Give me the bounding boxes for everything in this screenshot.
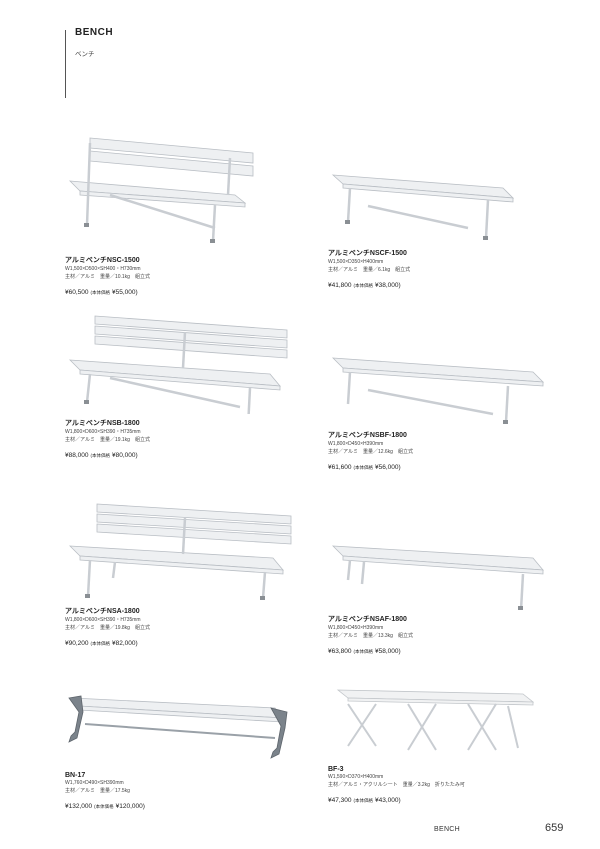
price-base: ¥43,000) — [375, 797, 401, 804]
product-price: ¥63,800(本体価格¥58,000) — [328, 648, 548, 655]
price-with-tax: ¥88,000 — [65, 452, 89, 459]
product-size: W1,760×D490×SH390mm — [65, 780, 124, 786]
bench-with-back-image — [68, 503, 292, 600]
product-name: アルミベンチNSBF-1800 — [328, 432, 407, 439]
folding-bench-image — [336, 689, 535, 751]
price-base: ¥56,000) — [375, 464, 401, 471]
product-spec: 主材／アルミ 重量／13.3kg 組立式 — [328, 633, 413, 639]
price-with-tax: ¥41,800 — [328, 282, 352, 289]
product-size: W1,590×D370×H400mm — [328, 774, 384, 780]
page-title: BENCH — [75, 27, 114, 38]
flat-bench-image — [331, 357, 545, 424]
product-card: BN-17 W1,760×D490×SH390mm 主材／アルミ 重量／17.5… — [65, 692, 290, 810]
product-price: ¥61,600(本体価格¥56,000) — [328, 464, 548, 471]
product-name: BN-17 — [65, 772, 86, 779]
product-card: アルミベンチNSB-1800 W1,800×D600×SH390・H735mm … — [65, 312, 290, 459]
product-size: W1,800×D600×SH390・H735mm — [65, 429, 141, 435]
product-name: アルミベンチNSA-1800 — [65, 608, 140, 615]
product-card: アルミベンチNSCF-1500 W1,500×D350×H400mm 主材／アル… — [328, 170, 518, 289]
price-base: ¥55,000) — [112, 289, 138, 296]
product-price: ¥60,500(本体価格¥55,000) — [65, 289, 255, 296]
price-with-tax: ¥47,300 — [328, 797, 352, 804]
dark-frame-bench-image — [68, 695, 288, 759]
price-with-tax: ¥63,800 — [328, 648, 352, 655]
product-name: アルミベンチNSC-1500 — [65, 257, 140, 264]
product-card: アルミベンチNSBF-1800 W1,800×D450×H390mm 主材／アル… — [328, 350, 548, 471]
price-base: ¥82,000) — [112, 640, 138, 647]
price-base: ¥58,000) — [375, 648, 401, 655]
product-price: ¥88,000(本体価格¥80,000) — [65, 452, 290, 459]
header-rule — [65, 30, 66, 98]
page-number: 659 — [545, 822, 564, 834]
bench-with-back-image — [68, 137, 254, 243]
price-tag: (本体価格 — [94, 804, 114, 809]
product-size: W1,800×D450×H390mm — [328, 625, 384, 631]
product-spec: 主材／アルミ 重量／19.8kg 組立式 — [65, 625, 150, 631]
product-price: ¥90,200(本体価格¥82,000) — [65, 640, 293, 647]
price-tag: (本体価格 — [90, 641, 111, 646]
price-with-tax: ¥61,600 — [328, 464, 352, 471]
product-name: アルミベンチNSCF-1500 — [328, 250, 407, 257]
price-with-tax: ¥132,000 — [65, 803, 93, 810]
product-spec: 主材／アルミ・アクリルシート 重量／3.2kg 折りたたみ可 — [328, 782, 465, 788]
product-spec: 主材／アルミ 重量／10.1kg 組立式 — [65, 274, 150, 280]
price-tag: (本体価格 — [90, 290, 111, 295]
product-name: アルミベンチNSB-1800 — [65, 420, 140, 427]
product-card: アルミベンチNSAF-1800 W1,800×D450×H390mm 主材／アル… — [328, 540, 548, 655]
flat-bench-image — [331, 545, 544, 610]
product-spec: 主材／アルミ 重量／12.6kg 組立式 — [328, 449, 413, 455]
product-price: ¥132,000(本体価格¥120,000) — [65, 803, 290, 810]
product-name: アルミベンチNSAF-1800 — [328, 616, 407, 623]
product-name: BF-3 — [328, 766, 344, 773]
product-card: アルミベンチNSC-1500 W1,500×D500×SH400・H730mm … — [65, 133, 255, 296]
product-price: ¥41,800(本体価格¥38,000) — [328, 282, 518, 289]
price-with-tax: ¥60,500 — [65, 289, 89, 296]
product-price: ¥47,300(本体価格¥43,000) — [328, 797, 538, 804]
product-spec: 主材／アルミ 重量／19.1kg 組立式 — [65, 437, 150, 443]
footer-label: BENCH — [434, 826, 461, 833]
price-tag: (本体価格 — [353, 798, 374, 803]
price-base: ¥38,000) — [375, 282, 401, 289]
price-tag: (本体価格 — [90, 453, 111, 458]
product-size: W1,800×D450×H390mm — [328, 441, 384, 447]
product-card: アルミベンチNSA-1800 W1,800×D600×SH390・H735mm … — [65, 500, 293, 647]
page-subtitle: ベンチ — [75, 51, 95, 58]
price-with-tax: ¥90,200 — [65, 640, 89, 647]
product-spec: 主材／アルミ 重量／6.1kg 組立式 — [328, 267, 411, 273]
bench-with-back-image — [68, 315, 288, 414]
product-card: BF-3 W1,590×D370×H400mm 主材／アルミ・アクリルシート 重… — [328, 684, 538, 804]
price-tag: (本体価格 — [353, 649, 374, 654]
price-base: ¥80,000) — [112, 452, 138, 459]
product-size: W1,500×D350×H400mm — [328, 259, 384, 265]
flat-bench-image — [331, 174, 515, 240]
price-tag: (本体価格 — [353, 465, 374, 470]
price-base: ¥120,000) — [115, 803, 145, 810]
price-tag: (本体価格 — [353, 283, 374, 288]
product-size: W1,500×D500×SH400・H730mm — [65, 266, 141, 272]
product-spec: 主材／アルミ 重量／17.5kg — [65, 788, 130, 794]
product-size: W1,800×D600×SH390・H735mm — [65, 617, 141, 623]
